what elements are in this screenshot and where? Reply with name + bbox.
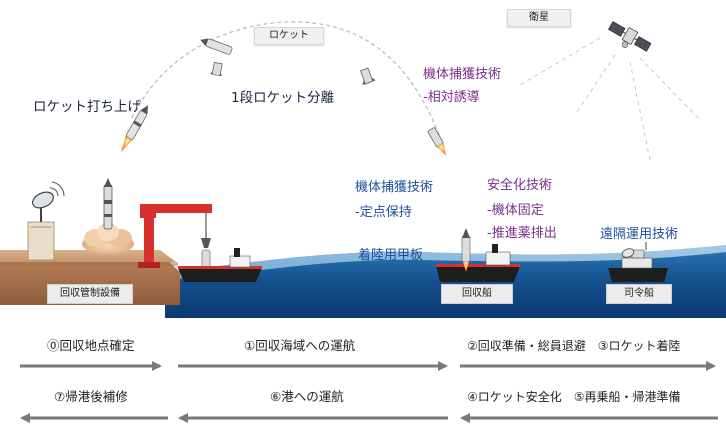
safety-tech-item2: -推進薬排出 (487, 226, 557, 241)
flying-rocket-icon (200, 38, 233, 55)
step-1-label: ①回収海域への運航 (244, 338, 356, 353)
satellite-signal-lines (519, 37, 701, 161)
stage-separation-label: 1段ロケット分離 (231, 90, 335, 106)
facility-tag: 回収管制設備 (47, 284, 133, 304)
command-ship-icon (608, 242, 668, 282)
timeline-arrows (20, 361, 718, 423)
trajectory-arc (131, 21, 446, 151)
crane-icon (138, 204, 212, 268)
launch-label: ロケット打ち上げ (33, 99, 141, 115)
transport-ship-icon (178, 248, 262, 282)
antenna-tower-icon (27, 181, 65, 261)
satellite-tag: 衛星 (507, 9, 571, 27)
capture-tech-item: -相対誘導 (423, 90, 480, 105)
capture-tech-title: 機体捕獲技術 (423, 67, 502, 82)
launching-rocket-icon (121, 105, 148, 152)
landing-stage-icon (427, 127, 446, 156)
step-7-label: ⑦帰港後補修 (54, 389, 128, 404)
safety-tech-title: 安全化技術 (487, 178, 553, 193)
step-6-label: ⑥港への運航 (270, 389, 344, 404)
launch-pad-rocket-icon (82, 178, 134, 254)
safety-tech-item1: -機体固定 (487, 203, 544, 218)
rocket-tag: ロケット (254, 27, 324, 45)
remote-ops-tech-label: 遠隔運用技術 (600, 227, 679, 242)
landing-deck-label: 着陸用甲板 (358, 248, 424, 263)
step-0-label: ⓪回収地点確定 (47, 338, 135, 353)
descending-stage-icon (360, 67, 376, 86)
capture-tech2-title: 機体捕獲技術 (355, 180, 434, 195)
separated-stage-icon (210, 62, 223, 77)
command-ship-tag: 司令船 (606, 284, 672, 304)
satellite-icon (608, 21, 652, 52)
step-2-3-label: ②回収準備・総員退避 ③ロケット着陸 (467, 339, 681, 353)
recovery-ship-icon (436, 228, 520, 282)
recovery-ship-tag: 回収船 (441, 284, 513, 304)
step-4-5-label: ④ロケット安全化 ⑤再乗船・帰港準備 (467, 390, 681, 404)
capture-tech2-item: -定点保持 (355, 205, 412, 220)
